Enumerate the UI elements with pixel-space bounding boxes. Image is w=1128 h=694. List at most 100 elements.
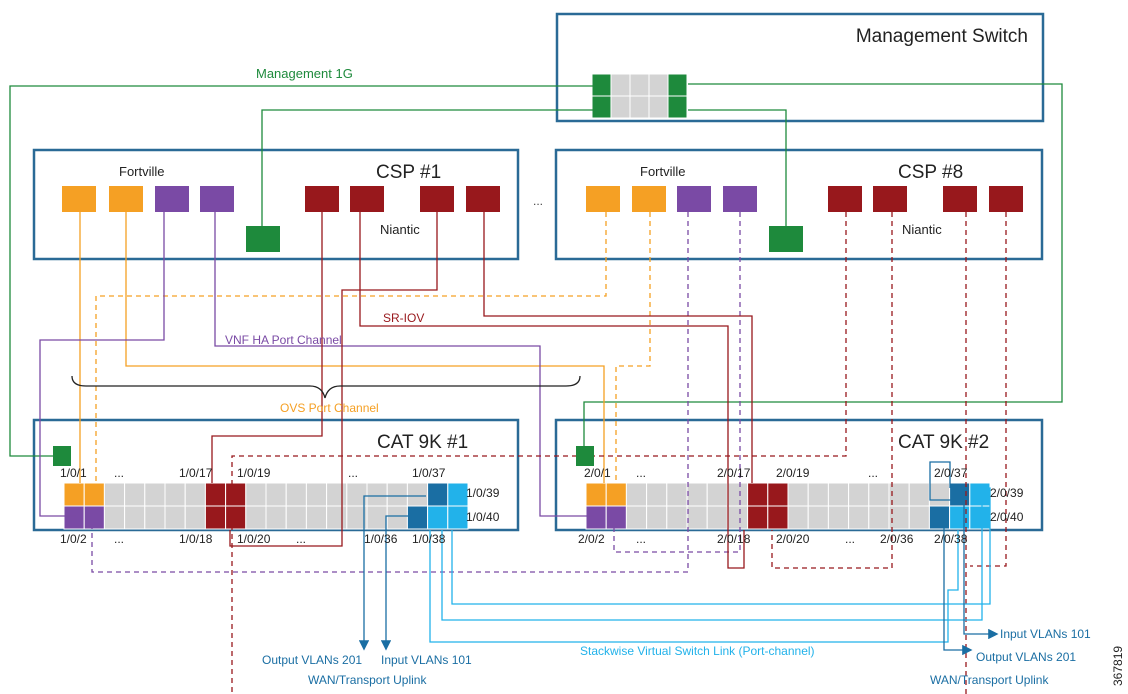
mgmt-switch-port [648, 73, 669, 97]
port-label: 2/0/17 [717, 466, 751, 480]
csp1-niantic-label: Niantic [380, 222, 420, 237]
port-label: 2/0/39 [990, 486, 1024, 500]
csp1-fortville-port [109, 186, 143, 212]
switch-port [646, 482, 668, 507]
cat2-input-vlans-label: Input VLANs 101 [1000, 627, 1091, 641]
csp8-purple-1 [91, 212, 689, 573]
cat9k-1-title: CAT 9K #1 [377, 432, 468, 453]
switch-port [447, 482, 469, 507]
csp8-niantic-port [873, 186, 907, 212]
switch-port [164, 505, 186, 530]
switch-port [585, 482, 607, 507]
mgmt-link-cat1 [9, 85, 594, 457]
switch-port [949, 505, 971, 530]
csp1-niantic-port [420, 186, 454, 212]
switch-port [427, 505, 449, 530]
switch-port [285, 482, 307, 507]
switch-port [265, 482, 287, 507]
port-label: 2/0/1 [584, 466, 611, 480]
switch-port [164, 482, 186, 507]
cat2-output-vlans-label: Output VLANs 201 [976, 650, 1076, 664]
switch-port [285, 505, 307, 530]
cat2-wan-uplink-label: WAN/Transport Uplink [930, 673, 1049, 687]
csp1-fortville-port [62, 186, 96, 212]
csp1-fortville-port [155, 186, 189, 212]
cat2-output-uplink [943, 516, 973, 656]
port-label: 1/0/20 [237, 532, 271, 546]
port-label: 1/0/18 [179, 532, 213, 546]
switch-port [144, 482, 166, 507]
port-ellipsis: ... [636, 532, 646, 546]
sriov-label: SR-IOV [383, 311, 424, 325]
mgmt-switch-port [629, 95, 650, 119]
switch-port [406, 482, 429, 507]
switch-port [827, 505, 850, 530]
port-label: 1/0/17 [179, 466, 213, 480]
switch-port [124, 482, 146, 507]
csp8-niantic-port [828, 186, 862, 212]
switch-port [204, 482, 227, 507]
switch-port [747, 482, 769, 507]
port-ellipsis: ... [114, 466, 124, 480]
csp8-red-2 [771, 212, 893, 569]
switch-port [848, 505, 870, 530]
port-label: 2/0/38 [934, 532, 968, 546]
csp8-niantic-port [989, 186, 1023, 212]
switch-port [686, 505, 708, 530]
switch-port [585, 505, 607, 530]
switch-port [908, 505, 930, 530]
switch-port [386, 482, 408, 507]
switch-port [928, 482, 951, 507]
csp8-fortville-port [677, 186, 711, 212]
mgmt-switch-port [648, 95, 669, 119]
switch-port [265, 505, 287, 530]
switch-port [868, 505, 890, 530]
switch-port [63, 505, 85, 530]
switch-port [124, 505, 146, 530]
switch-port [666, 482, 688, 507]
switch-port [103, 505, 126, 530]
port-ellipsis: ... [348, 466, 358, 480]
mgmt-switch-port [610, 95, 631, 119]
cat1-input-uplink [380, 515, 408, 651]
csp8-fortville-port [723, 186, 757, 212]
csp1-purple-2 [214, 212, 594, 517]
cat2-input-uplink [929, 461, 999, 640]
port-label: 1/0/38 [412, 532, 446, 546]
switch-port [908, 482, 930, 507]
switch-port [767, 482, 789, 507]
cat1-output-uplink [358, 495, 426, 651]
port-label: 2/0/2 [578, 532, 605, 546]
port-ellipsis: ... [845, 532, 855, 546]
switch-port [366, 505, 388, 530]
stackwise-label: Stackwise Virtual Switch Link (Port-chan… [580, 644, 815, 658]
mgmt-link-csp1 [261, 109, 596, 228]
cat9k-1-port-strip [63, 482, 469, 530]
csp1-fortville-port [200, 186, 234, 212]
switch-port [726, 505, 749, 530]
csp8-red-1 [231, 212, 847, 694]
figure-id: 367819 [1111, 646, 1125, 686]
csp8-mgmt-port [769, 226, 803, 252]
switch-port [204, 505, 227, 530]
ovs-port-channel-label: OVS Port Channel [280, 401, 379, 415]
cat1-input-vlans-label: Input VLANs 101 [381, 653, 472, 667]
port-label: 2/0/18 [717, 532, 751, 546]
port-label: 2/0/37 [934, 466, 968, 480]
csp8-fortville-port [632, 186, 666, 212]
port-ellipsis: ... [296, 532, 306, 546]
csp1-niantic-port [305, 186, 339, 212]
cat9k-2-title: CAT 9K #2 [898, 432, 989, 453]
switch-port [807, 482, 829, 507]
switch-port [686, 482, 708, 507]
csp1-red-2 [359, 212, 745, 569]
mgmt-switch-port [667, 95, 688, 119]
port-label: 2/0/19 [776, 466, 810, 480]
port-label: 2/0/36 [880, 532, 914, 546]
switch-port [928, 505, 951, 530]
cat1-output-vlans-label: Output VLANs 201 [262, 653, 362, 667]
switch-port [184, 482, 206, 507]
csp8-title: CSP #8 [898, 162, 963, 183]
switch-port [184, 505, 206, 530]
